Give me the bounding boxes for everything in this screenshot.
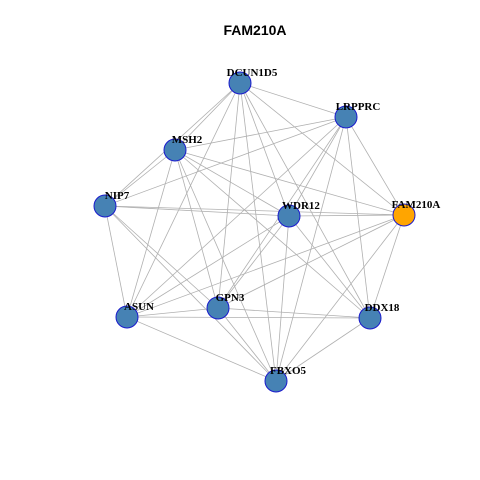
node-layer [93,71,416,393]
edge-dcun1d5-fam210a [239,82,405,216]
node-label-msh2: MSH2 [172,134,203,146]
edge-msh2-wdr12 [174,149,290,217]
edge-msh2-asun [126,149,176,318]
edge-lrpprc-ddx18 [345,116,371,319]
edge-nip7-asun [104,205,128,318]
edge-msh2-fam210a [174,149,405,216]
edge-wdr12-ddx18 [288,215,371,319]
node-gpn3[interactable] [206,296,230,320]
edge-fam210a-fbxo5 [275,214,405,382]
node-asun[interactable] [115,305,139,329]
edge-nip7-wdr12 [104,205,290,217]
edge-asun-gpn3 [126,307,219,318]
edge-dcun1d5-gpn3 [217,82,241,309]
edge-asun-ddx18 [126,316,371,319]
node-dcun1d5[interactable] [228,71,252,95]
edge-dcun1d5-msh2 [174,82,241,151]
node-label-gpn3: GPN3 [216,292,245,304]
edge-nip7-fam210a [104,205,405,216]
edge-nip7-gpn3 [104,205,219,309]
node-label-ddx18: DDX18 [365,302,400,314]
edge-dcun1d5-fbxo5 [239,82,277,382]
node-label-asun: ASUN [124,301,154,313]
node-lrpprc[interactable] [334,105,358,129]
edge-lrpprc-wdr12 [288,116,347,217]
edge-msh2-nip7 [104,149,176,207]
edge-ddx18-fbxo5 [275,317,371,382]
node-label-lrpprc: LRPPRC [336,101,381,113]
edge-dcun1d5-asun [126,82,241,318]
node-label-fam210a: FAM210A [392,199,441,211]
edge-dcun1d5-lrpprc [239,82,347,118]
node-label-wdr12: WDR12 [282,200,320,212]
edge-msh2-gpn3 [174,149,219,309]
node-fbxo5[interactable] [264,369,288,393]
edge-gpn3-fbxo5 [217,307,277,382]
edge-msh2-ddx18 [174,149,371,319]
graph-title: FAM210A [223,22,286,38]
edge-fam210a-asun [126,214,405,318]
node-msh2[interactable] [163,138,187,162]
edge-dcun1d5-wdr12 [239,82,290,217]
edge-wdr12-fbxo5 [275,215,290,382]
edge-gpn3-ddx18 [217,307,371,319]
edge-fam210a-ddx18 [369,214,405,319]
node-nip7[interactable] [93,194,117,218]
node-label-dcun1d5: DCUN1D5 [227,67,278,79]
edge-layer [104,82,405,382]
edge-wdr12-asun [126,215,290,318]
node-ddx18[interactable] [358,306,382,330]
node-wdr12[interactable] [277,204,301,228]
edge-wdr12-fam210a [288,214,405,217]
edge-lrpprc-msh2 [174,116,347,151]
edge-wdr12-gpn3 [217,215,290,309]
edge-dcun1d5-ddx18 [239,82,371,319]
edge-lrpprc-asun [126,116,347,318]
node-label-nip7: NIP7 [105,190,130,202]
edge-msh2-fbxo5 [174,149,277,382]
node-fam210a[interactable] [392,203,416,227]
edge-lrpprc-nip7 [104,116,347,207]
edge-fam210a-gpn3 [217,214,405,309]
edge-asun-fbxo5 [126,316,277,382]
edge-lrpprc-fam210a [345,116,405,216]
node-label-fbxo5: FBXO5 [270,365,307,377]
